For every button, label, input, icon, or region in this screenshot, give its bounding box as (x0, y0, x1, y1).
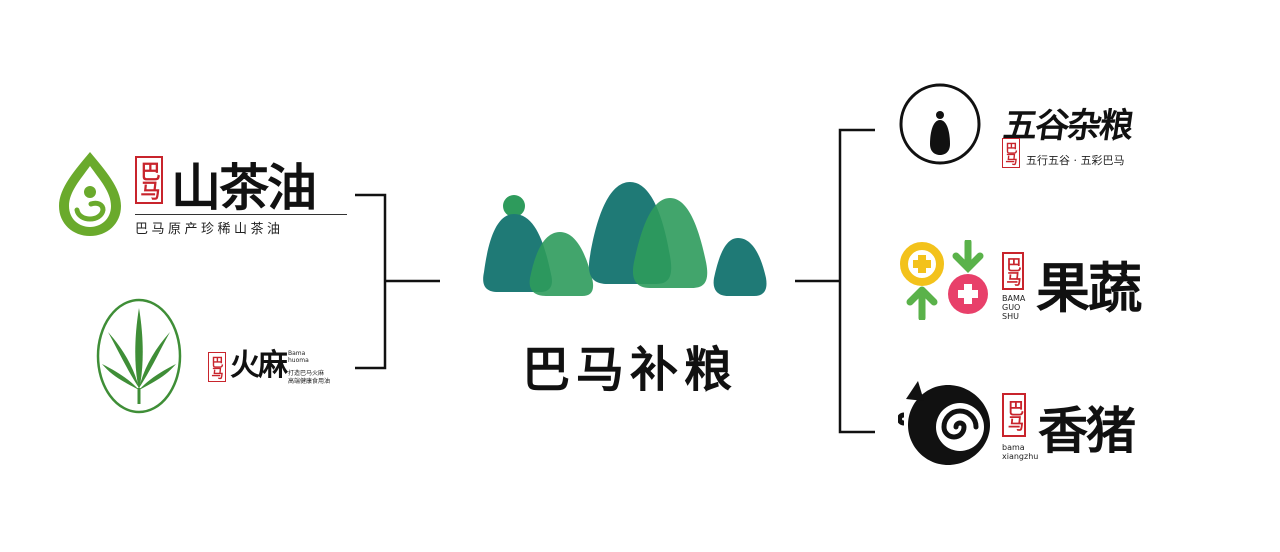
mountain-right (713, 238, 767, 296)
brand-pinyin-line-2: GUO (1002, 303, 1021, 312)
brand-pinyin-line-3: SHU (1002, 312, 1019, 321)
brand-tagline: 巴马原产珍稀山茶油 (135, 222, 284, 237)
brand-name: 火麻 (230, 348, 288, 383)
brand-pinyin-line-2: xiangzhu (1002, 452, 1039, 461)
brand-wugu-zaliang: 五谷杂粮 巴马 五行五谷 · 五彩巴马 (898, 82, 1158, 172)
left-bracket (355, 193, 440, 370)
mountain-center-overlap (632, 198, 708, 288)
brand-name: 果蔬 (1036, 256, 1142, 320)
brand-name: 香猪 (1038, 401, 1136, 460)
brand-pinyin-line-1: BAMA (1002, 294, 1026, 303)
brand-name: 山茶油 (171, 158, 317, 217)
seal-stamp: 巴马 (1002, 393, 1026, 437)
brand-shanchayou: 巴马 山茶油 巴马原产珍稀山茶油 (55, 148, 347, 238)
seal-stamp: 巴马 (135, 156, 163, 204)
brand-tagline: 五行五谷 · 五彩巴马 (1026, 154, 1125, 167)
brand-tagline-line-1: 打造巴马火麻 (288, 370, 325, 377)
brand-pinyin: Bama huoma (288, 350, 309, 364)
center-brand-name: 巴马补粮 (521, 342, 738, 398)
fruit-vegetable-icon (900, 240, 988, 320)
brand-xiangzhu: 巴马 bama xiangzhu 香猪 (898, 375, 1160, 475)
seal-stamp: 巴马 (208, 352, 226, 382)
center-logo: 巴马补粮 (470, 170, 780, 400)
mountain-left-overlap (529, 232, 594, 296)
divider-line (135, 214, 347, 215)
hemp-leaf-icon (96, 298, 182, 414)
brand-huoma: 巴马 火麻 Bama huoma 打造巴马火麻 高端健康食用油 (96, 298, 346, 418)
mountain-mark (483, 182, 767, 296)
oil-drop-icon (59, 152, 121, 236)
mountain-peak-dot (503, 195, 525, 217)
grain-circle-icon (899, 83, 981, 165)
seal-stamp: 巴马 (1002, 138, 1020, 168)
brand-tagline-line-2: 高端健康食用油 (288, 378, 331, 385)
right-bracket (795, 128, 875, 434)
pig-swirl-icon (898, 381, 990, 465)
brand-pinyin-line-1: bama (1002, 443, 1025, 452)
brand-guoshu: 巴马 BAMA GUO SHU 果蔬 (898, 240, 1160, 330)
seal-stamp: 巴马 (1002, 252, 1024, 290)
brand-name: 五谷杂粮 (1000, 106, 1135, 146)
